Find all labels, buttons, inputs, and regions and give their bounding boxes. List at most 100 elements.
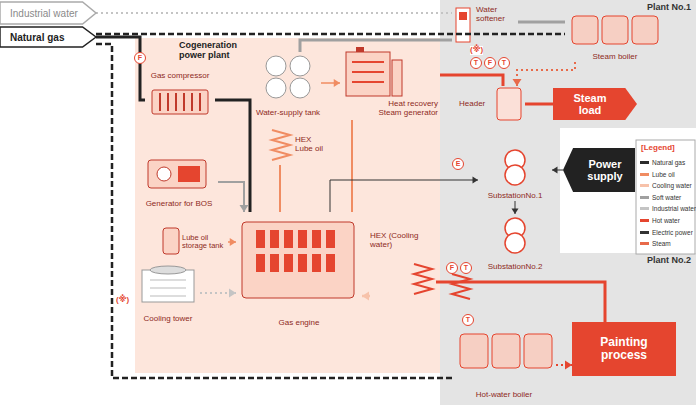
arrow-shape [563, 148, 635, 192]
equipment: Gas compressor [145, 72, 215, 118]
pipe-line [351, 120, 353, 212]
legend-label: Industrial water [652, 205, 696, 212]
legend-row: Industrial water [640, 203, 696, 214]
gas-engine-icon [256, 254, 265, 272]
arrow-head [240, 205, 249, 212]
gas-engine-icon [284, 230, 293, 248]
gas-compressor-icon [152, 90, 208, 114]
legend-row: Hot water [640, 215, 680, 226]
substation-icon [505, 165, 525, 185]
instrument-symbol: T [462, 314, 474, 326]
lube-tank-icon [163, 228, 179, 254]
instrument-symbol: F [484, 57, 496, 69]
node-label: Lube oil storage tank [182, 234, 228, 251]
pipe-line [215, 100, 250, 212]
generator-icon [148, 160, 206, 188]
pipe [556, 361, 572, 370]
legend-label: Soft water [652, 194, 681, 201]
pipe [352, 120, 353, 212]
output-box: Painting process [572, 322, 676, 376]
legend-swatch [640, 207, 649, 210]
header-icon [497, 88, 521, 120]
node-label: SubstationNo.1 [488, 192, 543, 201]
pipe [200, 289, 236, 298]
heat-recovery-icon [356, 47, 364, 52]
pipe [228, 238, 236, 246]
water-supply-tank-icon [290, 78, 310, 98]
area-background [440, 0, 696, 128]
pipe [518, 22, 565, 23]
area-background [135, 38, 440, 373]
node-label: SubstationNo.2 [488, 263, 543, 272]
legend-row: Natural gas [640, 157, 685, 168]
pipe [525, 104, 553, 105]
heat-recovery-icon [346, 47, 402, 96]
equipment: Generator for BOS [140, 155, 218, 209]
generator-icon [157, 167, 171, 181]
node-label: Header [459, 100, 485, 109]
pipe [512, 201, 519, 214]
pipe-line [330, 180, 478, 212]
gas-compressor-icon [152, 90, 208, 114]
water-softener-icon [459, 12, 467, 20]
node-label: Generator for BOS [146, 200, 213, 209]
gas-engine-icon [256, 230, 265, 248]
cooling-tower-icon [142, 266, 194, 302]
node-label: Steam boiler [593, 53, 638, 62]
gas-engine-icon [326, 254, 335, 272]
equipment: Hot-water boiler [452, 328, 556, 400]
gas-engine-icon [326, 230, 335, 248]
equipment: Gas engine [236, 212, 362, 328]
pipe [280, 165, 281, 212]
node-label: Painting process [584, 336, 664, 362]
instrument-symbol: T [470, 57, 482, 69]
legend-swatch [640, 196, 649, 199]
water-supply-tank-icon [266, 56, 286, 76]
arrow-head [565, 361, 572, 370]
steam-boiler-icon [572, 16, 598, 44]
arrow-head [552, 167, 558, 174]
node-label: Heat recovery Steam generator [372, 100, 438, 118]
legend-label: Natural gas [652, 159, 685, 166]
pipe [96, 34, 565, 35]
node-label: Gas compressor [151, 72, 210, 81]
equipment: Cooling tower [136, 262, 200, 324]
legend-label: Steam [652, 240, 671, 247]
plant-area: Hot-water boiler Painting process Plant No… [440, 253, 696, 405]
pipe [362, 292, 370, 301]
cooling-tower-icon [150, 266, 186, 274]
node-label: Power supply [577, 158, 633, 182]
legend-row: Soft water [640, 192, 681, 203]
pipe-line [96, 44, 452, 378]
substation-icon [505, 233, 525, 253]
header-icon [497, 88, 521, 120]
area-background [135, 0, 696, 405]
legend-swatch [640, 161, 649, 164]
legend-box [636, 140, 695, 254]
instrument-symbol: E [452, 158, 464, 170]
gas-engine-icon [298, 230, 307, 248]
legend-swatch [640, 219, 649, 222]
steam-boiler-icon [572, 16, 658, 44]
area-title: Plant No.2 [647, 256, 691, 266]
gas-engine-icon [270, 254, 279, 272]
area-background [440, 253, 696, 405]
equipment: Lube oil storage tank [158, 222, 228, 262]
water-supply-tank-icon [290, 56, 310, 76]
arrow-head [229, 289, 236, 298]
pipe [300, 40, 452, 52]
legend-label: Electric power [652, 229, 693, 236]
pipe-line [96, 37, 145, 100]
cooling-tower-icon [150, 280, 186, 296]
equipment: HEX (Cooling water) [370, 232, 436, 302]
gas-engine-icon [312, 230, 321, 248]
node-label: Industrial water [10, 8, 78, 19]
gas-engine-icon [312, 254, 321, 272]
node-label: Gas engine [279, 319, 320, 328]
pipe [96, 13, 452, 14]
pipe [218, 182, 249, 212]
arrow-shape [0, 27, 96, 47]
equipment: Heat recovery Steam generator [340, 46, 440, 120]
legend-title: [Legend] [641, 144, 675, 153]
